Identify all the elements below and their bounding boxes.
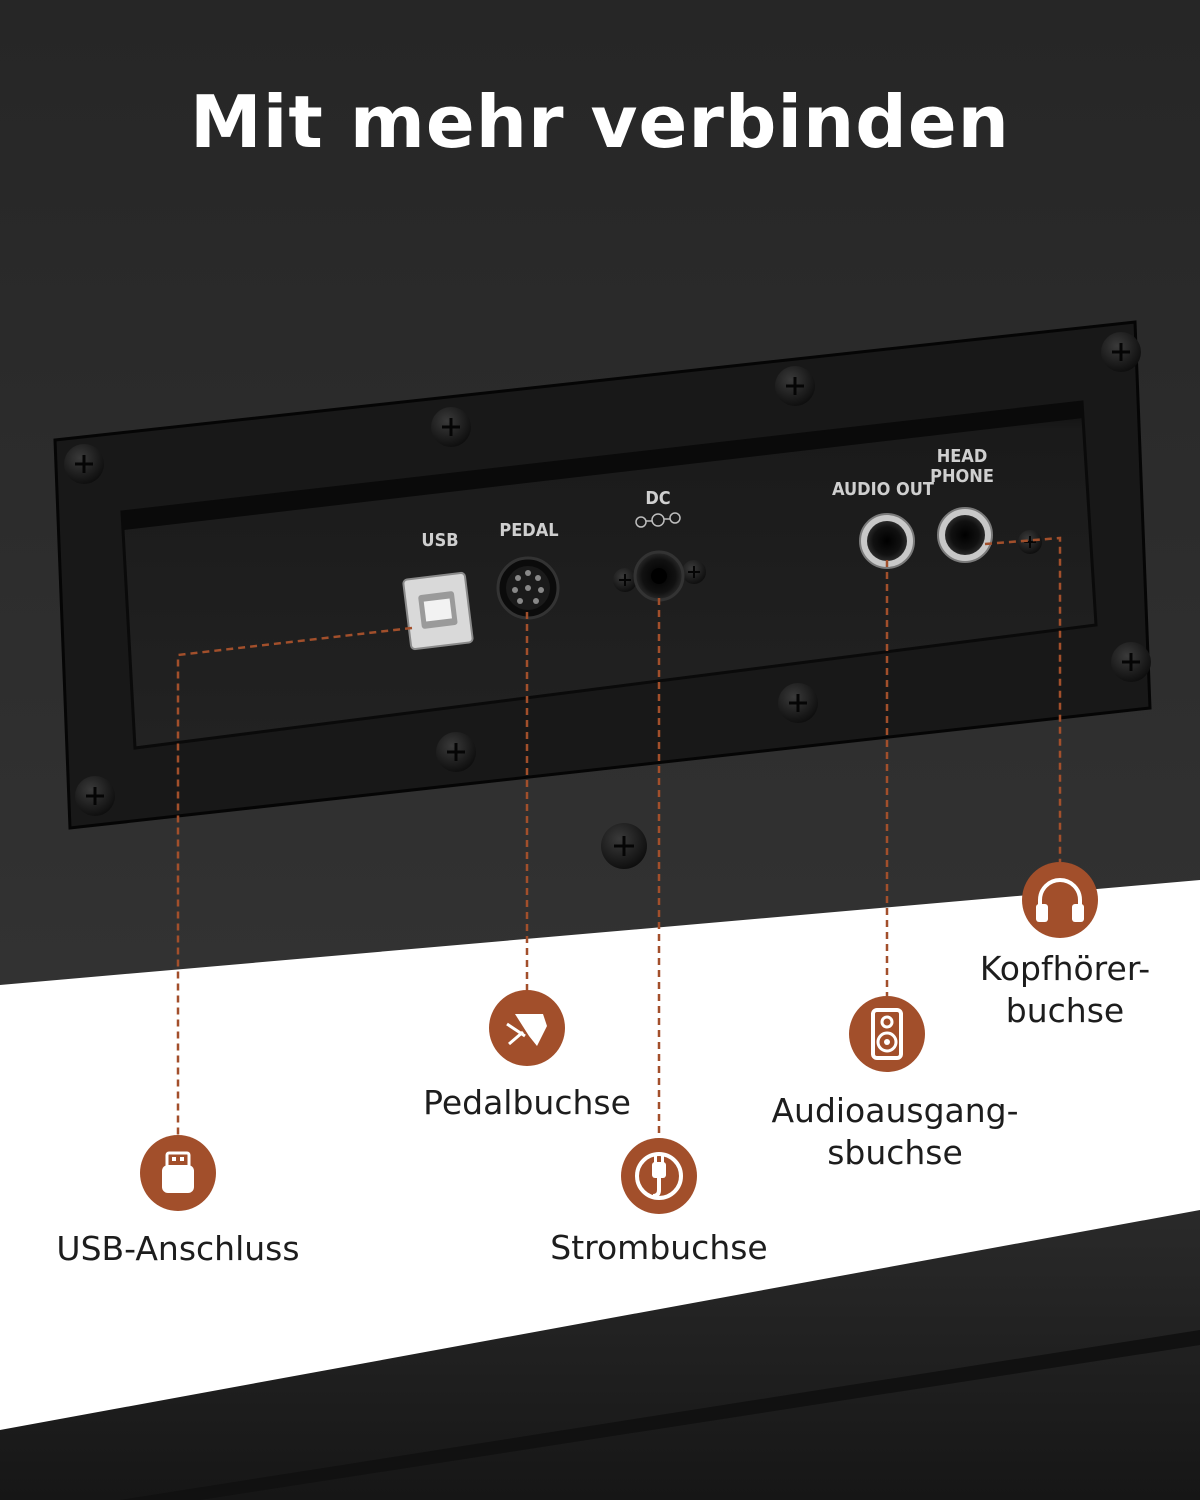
usb-port xyxy=(402,571,474,651)
audio-callout-label: Audioausgang- sbuchse xyxy=(745,1090,1045,1174)
pedal-callout-label: Pedalbuchse xyxy=(423,1083,631,1122)
headphone-port-label-line2: PHONE xyxy=(930,466,994,487)
screw xyxy=(682,560,706,584)
headphone-callout-label-line1: Kopfhörer- xyxy=(979,949,1151,988)
power-icon-badge xyxy=(621,1138,697,1214)
screw xyxy=(75,776,115,816)
screw xyxy=(64,444,104,484)
pedal-icon xyxy=(506,1014,547,1046)
screw xyxy=(613,568,637,592)
screw xyxy=(431,407,471,447)
audio-callout-label-line1: Audioausgang- xyxy=(771,1091,1019,1130)
power-callout-label: Strombuchse xyxy=(550,1228,768,1267)
screw xyxy=(601,823,647,869)
screw xyxy=(775,366,815,406)
usb-icon-badge xyxy=(140,1135,216,1211)
headphone-callout-label: Kopfhörer- buchse xyxy=(940,948,1190,1032)
dc-port-label: DC xyxy=(645,488,670,509)
pedal-port xyxy=(496,556,560,620)
headphone-icon-badge xyxy=(1022,862,1098,938)
headphone-leader-line xyxy=(984,536,1062,862)
usb-callout-label: USB-Anschluss xyxy=(56,1229,300,1268)
screw xyxy=(1101,332,1141,372)
usb-port-label: USB xyxy=(421,530,458,551)
screw xyxy=(436,732,476,772)
audio-out-port xyxy=(859,513,915,569)
recess-shadow xyxy=(122,402,1083,530)
headphone-port-label-line1: HEAD xyxy=(937,446,988,467)
speaker-icon xyxy=(871,1008,903,1060)
usb-stick-icon xyxy=(162,1151,194,1193)
audio-out-port-label: AUDIO OUT xyxy=(832,479,934,500)
audio-callout-label-line2: sbuchse xyxy=(827,1133,963,1172)
headphone-callout-label-line2: buchse xyxy=(1005,991,1125,1030)
headphone-port xyxy=(937,507,993,563)
leader-lines xyxy=(176,536,1062,1140)
pedal-icon-badge xyxy=(489,990,565,1066)
dc-port xyxy=(633,550,685,602)
audio-icon-badge xyxy=(849,996,925,1072)
power-plug-icon xyxy=(635,1152,683,1200)
dc-polarity-icon xyxy=(635,512,681,528)
page-title: Mit mehr verbinden xyxy=(190,80,1010,164)
wood-panel xyxy=(0,1210,1200,1500)
usb-leader-line xyxy=(176,626,413,1137)
screw xyxy=(1111,642,1151,682)
screw xyxy=(778,683,818,723)
screw xyxy=(1018,530,1042,554)
plate-screws xyxy=(64,332,1151,869)
headphones-icon xyxy=(1036,878,1084,922)
wood-edge xyxy=(120,1330,1200,1500)
pedal-port-label: PEDAL xyxy=(499,520,558,541)
